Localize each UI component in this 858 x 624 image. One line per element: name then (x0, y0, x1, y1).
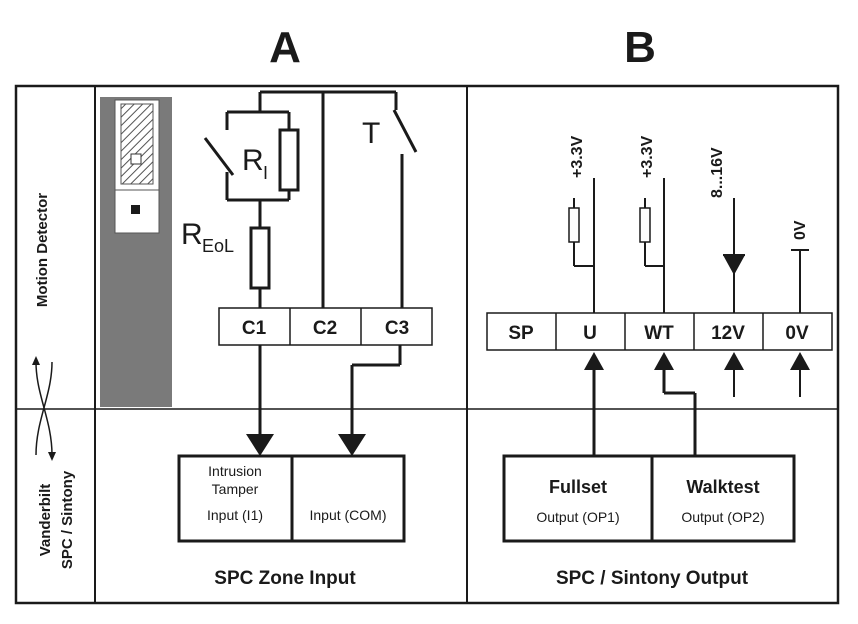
terminal-block-a (218, 307, 433, 346)
voltage-0v: 0V (792, 220, 809, 240)
label-reol: R (181, 218, 203, 251)
output1-title: Fullset (549, 477, 607, 497)
terminal-c1: C1 (242, 318, 267, 339)
label-ri-sub: I (263, 163, 268, 183)
arrow-wt-icon (654, 352, 674, 370)
label-tamper-t: T (362, 117, 380, 150)
panel-a-wiring (203, 90, 418, 436)
terminal-wt: WT (644, 323, 674, 344)
voltage-wt: +3.3V (639, 135, 656, 178)
output2-title: Walktest (686, 477, 759, 497)
output2-sub: Output (OP2) (681, 509, 764, 525)
terminal-c2: C2 (313, 318, 337, 339)
arrow-0v-icon (790, 352, 810, 370)
caption-spc-sintony-output: SPC / Sintony Output (556, 568, 749, 589)
terminal-block-b (486, 312, 833, 351)
voltage-u: +3.3V (569, 135, 586, 178)
terminal-sp: SP (508, 323, 534, 344)
terminal-12v: 12V (711, 323, 745, 344)
arrow-c1-to-i1-icon (246, 434, 274, 456)
frame (14, 84, 840, 605)
output1-sub: Output (OP1) (536, 509, 619, 525)
caption-spc-zone-input: SPC Zone Input (214, 568, 356, 589)
input-i1-line3: Input (I1) (207, 507, 263, 523)
input-com: Input (COM) (309, 507, 386, 523)
spc-sintony-output-box (502, 454, 796, 543)
side-label-vanderbilt: Vanderbilt (37, 484, 54, 557)
arrow-c3-to-com-icon (338, 434, 366, 456)
side-label-spc-sintony: SPC / Sintony (59, 470, 76, 569)
heading-a: A (269, 23, 301, 72)
voltage-12v: 8...16V (709, 147, 726, 198)
crossing-arrows-icon (32, 356, 56, 461)
terminal-u: U (583, 323, 597, 344)
side-label-motion-detector: Motion Detector (34, 193, 51, 307)
label-reol-sub: EoL (202, 236, 234, 256)
input-i1-line1: Intrusion (208, 463, 262, 479)
label-ri: R (242, 144, 264, 177)
terminal-0v: 0V (785, 323, 809, 344)
panel-b-wiring (568, 178, 809, 456)
spc-zone-input-box (177, 454, 406, 543)
input-i1-line2: Tamper (212, 481, 259, 497)
arrow-12v-icon (724, 352, 744, 370)
arrow-u-icon (584, 352, 604, 370)
heading-b: B (624, 23, 656, 72)
terminal-c3: C3 (385, 318, 409, 339)
detector-device-icon (100, 97, 172, 407)
diode-icon (723, 255, 745, 275)
